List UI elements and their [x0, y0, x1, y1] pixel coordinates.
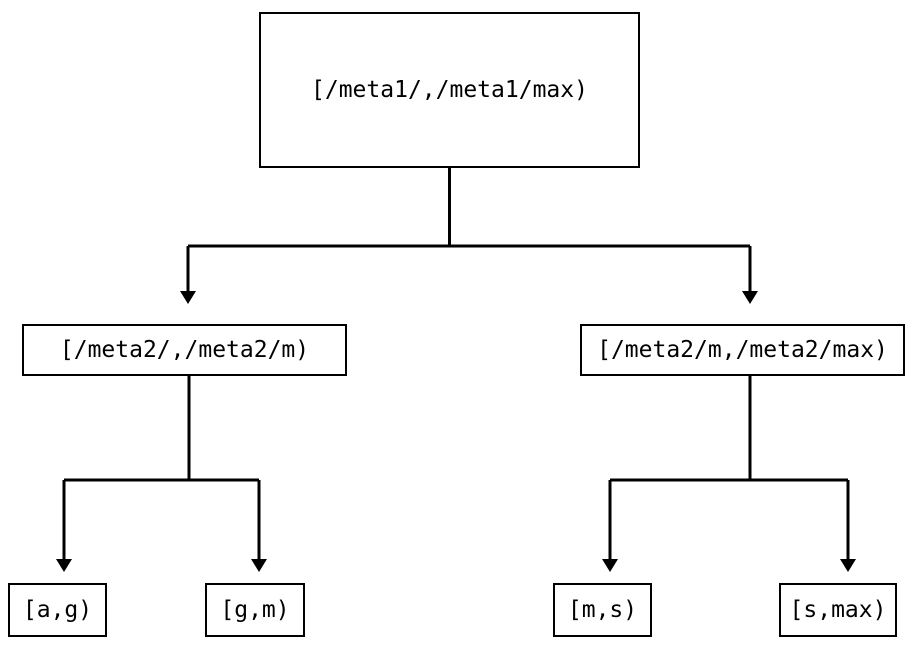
node-leaf-s-max[interactable]: [s,max) — [779, 583, 897, 637]
arrowhead-icon — [602, 559, 618, 572]
node-leaf-m-s[interactable]: [m,s) — [553, 583, 652, 637]
node-leaf-a-g[interactable]: [a,g) — [8, 583, 107, 637]
edge-mid-right-to-leaf-ms — [602, 376, 848, 572]
node-leaf-m-s-label: [m,s) — [567, 596, 638, 623]
arrowhead-icon — [56, 559, 72, 572]
node-mid-right[interactable]: [/meta2/m,/meta2/max) — [580, 324, 905, 376]
edge-mid-right-to-leaf-smax — [840, 480, 856, 572]
edge-root-to-mid-right — [449, 244, 758, 304]
node-mid-right-label: [/meta2/m,/meta2/max) — [597, 336, 888, 363]
edge-mid-left-to-leaf-gm — [251, 480, 267, 572]
edge-mid-left-to-leaf-ag — [56, 376, 259, 572]
node-mid-left-label: [/meta2/,/meta2/m) — [59, 336, 310, 363]
node-root[interactable]: [/meta1/,/meta1/max) — [259, 12, 640, 168]
node-leaf-s-max-label: [s,max) — [789, 596, 887, 623]
edge-root-to-mid-left — [180, 168, 451, 304]
node-root-label: [/meta1/,/meta1/max) — [311, 76, 588, 103]
node-mid-left[interactable]: [/meta2/,/meta2/m) — [22, 324, 347, 376]
arrowhead-icon — [742, 291, 758, 304]
arrowhead-icon — [251, 559, 267, 572]
node-leaf-g-m[interactable]: [g,m) — [205, 583, 305, 637]
node-leaf-g-m-label: [g,m) — [220, 596, 290, 623]
arrowhead-icon — [180, 291, 196, 304]
arrowhead-icon — [840, 559, 856, 572]
node-leaf-a-g-label: [a,g) — [22, 596, 93, 623]
